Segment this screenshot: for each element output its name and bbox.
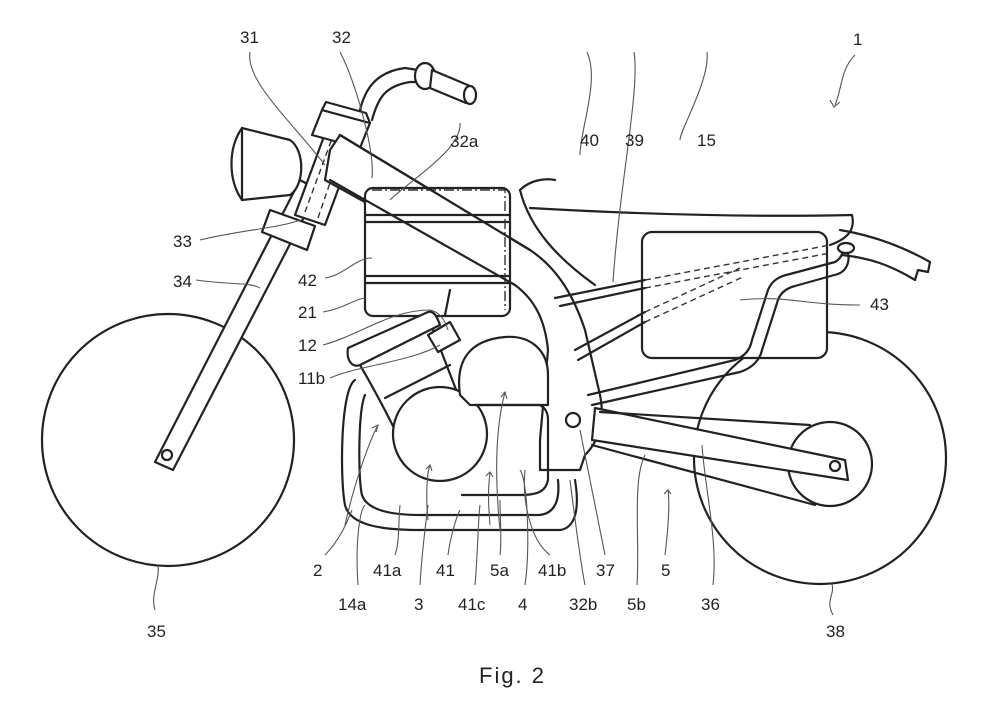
engine-case-14a [340, 378, 578, 532]
throttle-body [426, 320, 462, 354]
swing-arm [590, 406, 850, 482]
label-36: 36 [701, 595, 720, 614]
label-35: 35 [147, 622, 166, 641]
label-32b: 32b [569, 595, 597, 614]
label-21: 21 [298, 303, 317, 322]
crankcase [391, 385, 489, 483]
rear-rack [586, 241, 856, 407]
label-11b: 11b [298, 369, 325, 388]
label-32a: 32a [450, 132, 479, 151]
front-wheel [40, 312, 296, 568]
label-12: 12 [298, 336, 317, 355]
label-41: 41 [436, 561, 455, 580]
label-41b: 41b [538, 561, 566, 580]
label-33: 33 [173, 232, 192, 251]
label-41c: 41c [458, 595, 486, 614]
label-38: 38 [826, 622, 845, 641]
label-37: 37 [596, 561, 615, 580]
figure-caption: Fig. 2 [479, 663, 546, 688]
drive-chain [598, 410, 812, 427]
label-34: 34 [173, 272, 192, 291]
transmission-housing [460, 403, 550, 497]
label-15: 15 [697, 131, 716, 150]
fuel-tank [363, 186, 512, 318]
headlight [230, 126, 303, 202]
rear-subframe [553, 278, 647, 362]
label-5: 5 [661, 561, 670, 580]
label-40: 40 [580, 131, 599, 150]
lower-clamp [260, 208, 317, 252]
label-39: 39 [625, 131, 644, 150]
rear-fender [838, 228, 932, 282]
label-3: 3 [414, 595, 423, 614]
label-42: 42 [298, 271, 317, 290]
label-5b: 5b [627, 595, 646, 614]
label-5a: 5a [490, 561, 509, 580]
label-43: 43 [870, 295, 889, 314]
label-2: 2 [313, 561, 322, 580]
label-1: 1 [853, 30, 862, 49]
handlebar [358, 61, 478, 122]
label-41a: 41a [373, 561, 402, 580]
label-14a: 14a [338, 595, 367, 614]
electric-motor [458, 335, 550, 407]
swing-arm-pivot [564, 411, 582, 429]
label-4: 4 [518, 595, 527, 614]
label-31: 31 [240, 28, 259, 47]
storage-box-15 [640, 230, 829, 360]
tank-outline-32a [372, 189, 506, 310]
label-32: 32 [332, 28, 351, 47]
